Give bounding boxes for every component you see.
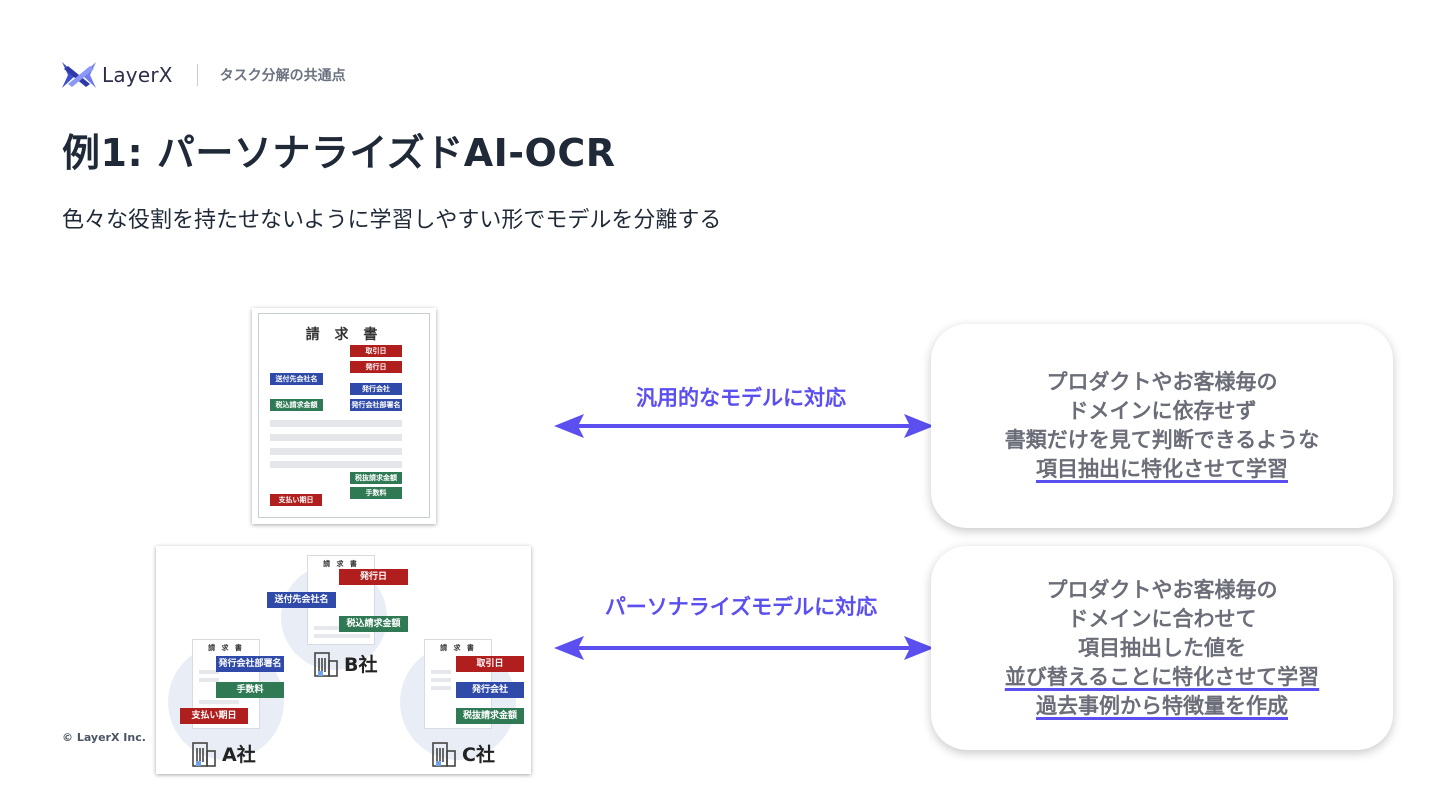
box-text-line: 項目抽出した値を xyxy=(1078,635,1246,660)
slide-subtitle: 色々な役割を持たせないように学習しやすい形でモデルを分離する xyxy=(62,208,722,233)
bottom-double-arrow-icon xyxy=(554,636,934,660)
top-arrow-label: 汎用的なモデルに対応 xyxy=(636,386,846,410)
generic-model-box: プロダクトやお客様毎の ドメインに依存せず 書類だけを見て判断できるような 項目… xyxy=(931,324,1393,528)
box-text-line: ドメインに合わせて xyxy=(1067,606,1257,631)
building-icon xyxy=(432,741,456,767)
tag-zeikomi: 税込請求金額 xyxy=(270,399,323,411)
copyright: © LayerX Inc. xyxy=(62,731,146,744)
company-a-label: A社 xyxy=(222,744,256,766)
a-tag-tesuryo: 手数料 xyxy=(216,682,284,698)
slide-header: LayerX タスク分解の共通点 xyxy=(62,60,346,90)
invoice-title: 請 求 書 xyxy=(305,327,383,343)
a-tag-busho: 発行会社部署名 xyxy=(216,656,284,672)
tag-soufusaki: 送付先会社名 xyxy=(270,373,323,385)
building-icon xyxy=(192,741,216,767)
tag-torihikibi: 取引日 xyxy=(350,345,402,357)
text-line xyxy=(199,700,239,704)
building-icon xyxy=(314,651,338,677)
tag-hakkoubi: 発行日 xyxy=(350,361,402,373)
text-line xyxy=(270,420,402,427)
box-text-line-emphasis: 過去事例から特徴量を作成 xyxy=(1036,693,1288,718)
logo-text: LayerX xyxy=(102,63,173,87)
tag-zeinuki: 税抜請求金額 xyxy=(350,472,402,484)
b-tag-soufusaki: 送付先会社名 xyxy=(267,592,336,608)
mini-invoice-title: 請 求 書 xyxy=(440,644,476,652)
text-line xyxy=(270,461,402,468)
section-label: タスク分解の共通点 xyxy=(219,68,346,84)
box-text-line: プロダクトやお客様毎の xyxy=(1046,577,1278,602)
company-a: A社 xyxy=(192,740,256,767)
tag-shiharai: 支払い期日 xyxy=(270,494,322,506)
text-line xyxy=(199,678,219,682)
company-b: B社 xyxy=(314,650,377,677)
box-text-line-emphasis: 項目抽出に特化させて学習 xyxy=(1036,457,1288,481)
top-double-arrow-icon xyxy=(554,414,934,438)
text-line xyxy=(431,678,451,682)
box-text-line: プロダクトやお客様毎の xyxy=(1046,370,1278,394)
b-tag-zeikomi: 税込請求金額 xyxy=(339,616,408,632)
company-c: C社 xyxy=(432,740,495,767)
company-b-label: B社 xyxy=(344,654,378,676)
text-line xyxy=(270,448,402,455)
company-c-label: C社 xyxy=(462,744,495,766)
text-line xyxy=(431,686,451,690)
box-text-line: ドメインに依存せず xyxy=(1067,399,1257,423)
mini-invoice-title: 請 求 書 xyxy=(323,560,359,568)
c-tag-torihikibi: 取引日 xyxy=(456,656,524,672)
box-text-line: 書類だけを見て判断できるような xyxy=(1004,428,1320,452)
tag-busho: 発行会社部署名 xyxy=(350,399,402,411)
invoice-frame: 請 求 書 取引日 発行日 送付先会社名 発行会社 税込請求金額 発行会社部署名… xyxy=(258,313,430,518)
box-text-line-emphasis: 並び替えることに特化させて学習 xyxy=(1004,664,1320,689)
personalized-model-box: プロダクトやお客様毎の ドメインに合わせて 項目抽出した値を 並び替えることに特… xyxy=(931,546,1393,750)
text-line xyxy=(431,670,451,674)
header-divider xyxy=(196,64,198,86)
mini-invoice-title: 請 求 書 xyxy=(208,644,244,652)
c-tag-hakkougaisha: 発行会社 xyxy=(456,682,524,698)
text-line xyxy=(270,434,402,441)
b-tag-hakkoubi: 発行日 xyxy=(339,569,408,585)
company-invoice-collage: 請 求 書 発行日 送付先会社名 税込請求金額 B社 請 求 書 発行会社部署名… xyxy=(156,546,531,774)
text-line xyxy=(314,634,370,638)
tag-tesuryo: 手数料 xyxy=(350,487,402,499)
layerx-logo-icon xyxy=(62,62,96,88)
c-tag-zeinuki: 税抜請求金額 xyxy=(456,708,524,724)
bottom-arrow-label: パーソナライズモデルに対応 xyxy=(604,595,878,619)
text-line xyxy=(199,670,219,674)
slide-title: 例1: パーソナライズドAI-OCR xyxy=(62,131,616,175)
invoice-document: 請 求 書 取引日 発行日 送付先会社名 発行会社 税込請求金額 発行会社部署名… xyxy=(252,308,436,524)
a-tag-shiharai: 支払い期日 xyxy=(180,708,248,724)
tag-hakkougaisha: 発行会社 xyxy=(350,383,402,395)
